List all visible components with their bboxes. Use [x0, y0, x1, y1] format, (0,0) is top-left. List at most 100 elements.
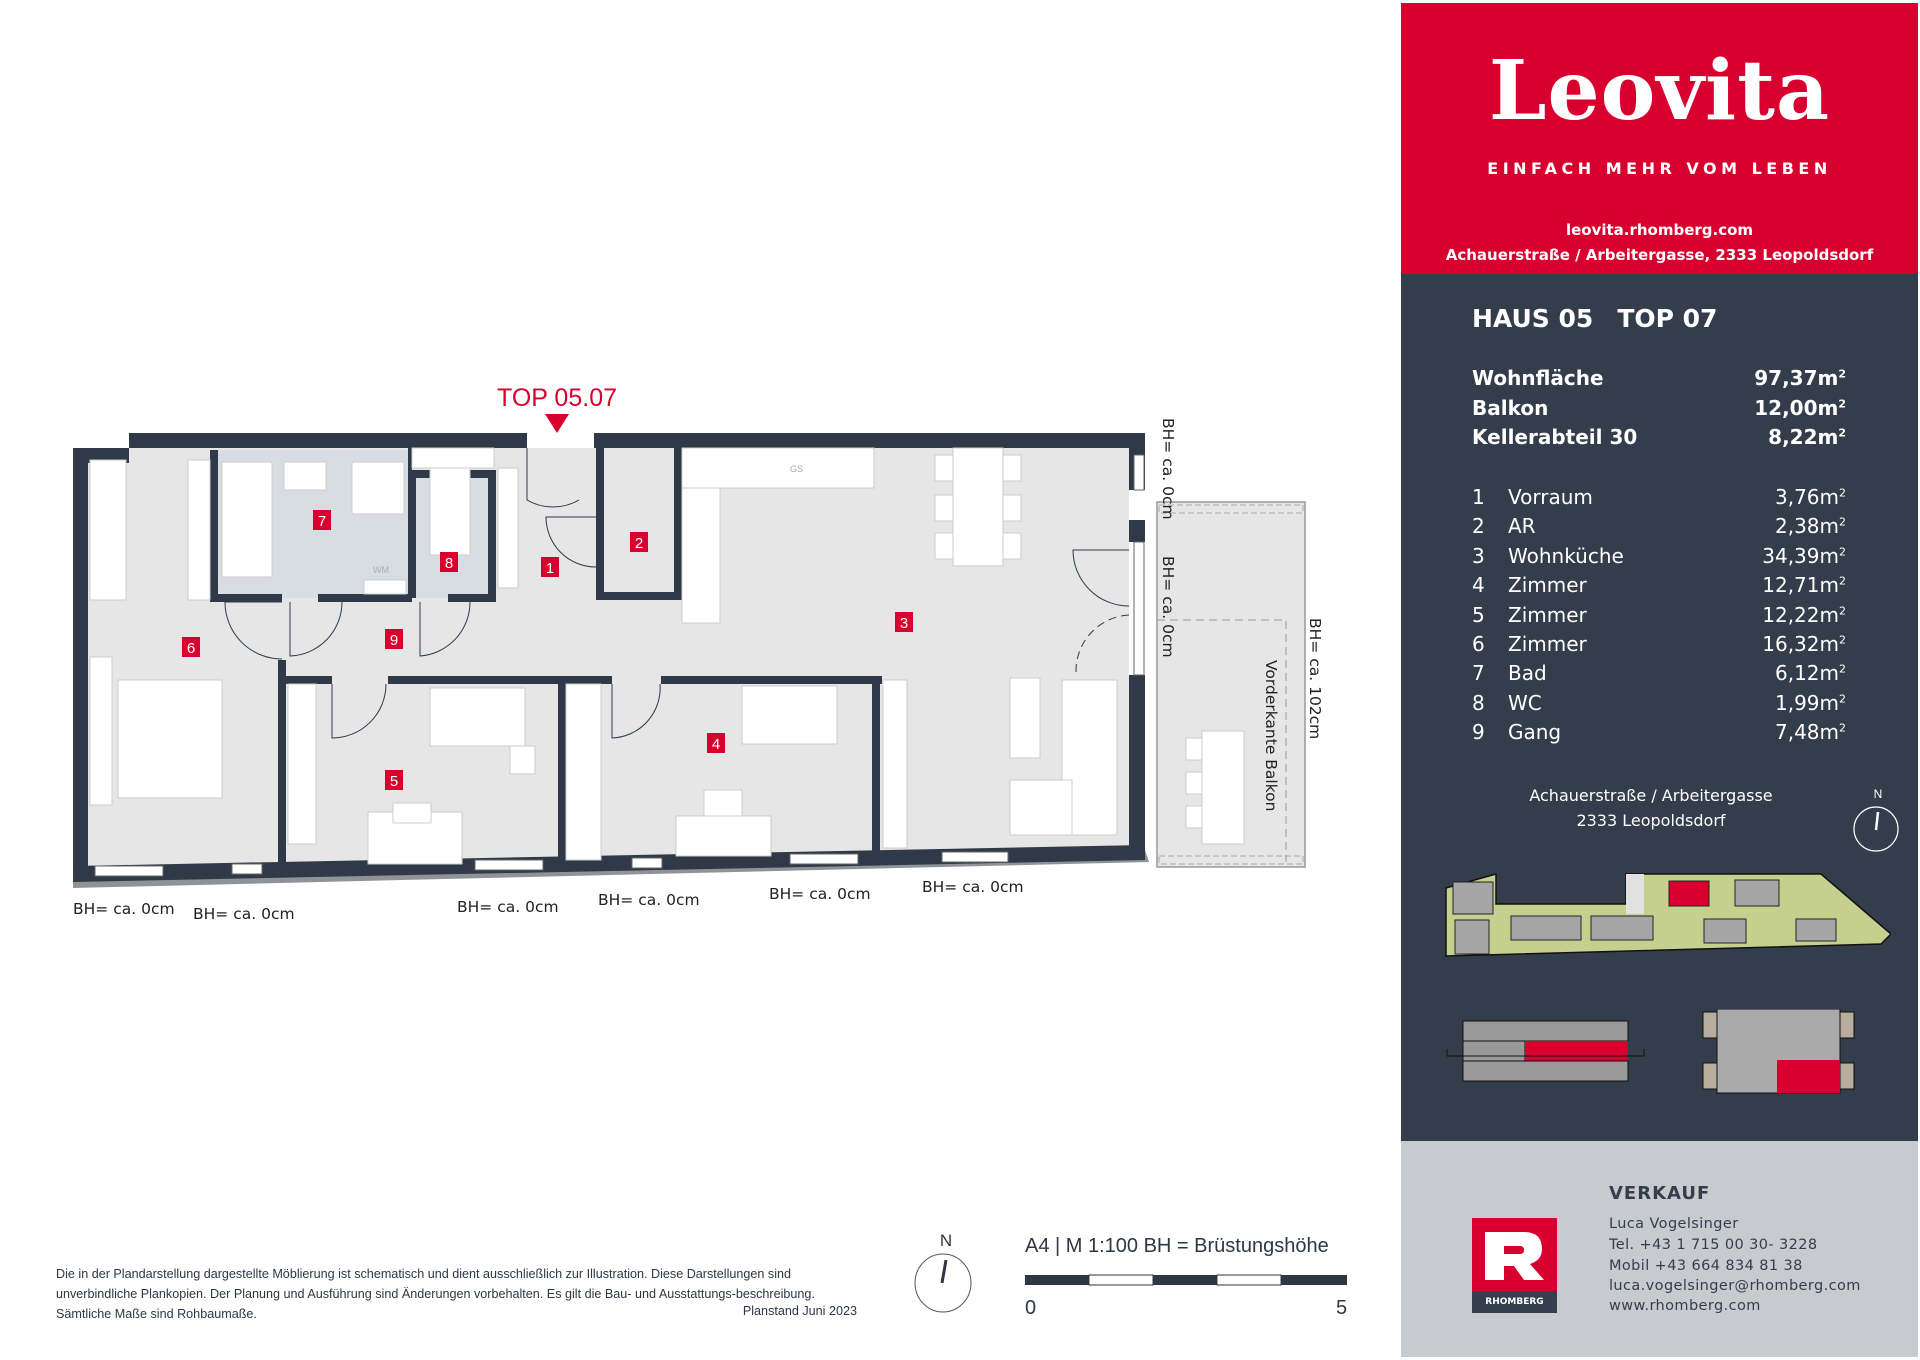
rhomberg-r-icon — [1485, 1232, 1544, 1280]
room-name: Vorraum — [1508, 485, 1593, 509]
bh-label: BH= ca. 0cm — [193, 905, 295, 923]
brand-header: Leovita EINFACH MEHR VOM LEBEN leovita.r… — [1401, 3, 1918, 274]
room-row: 4 Zimmer 12,71m2 — [1472, 573, 1846, 597]
bh-label: BH= ca. 0cm — [457, 898, 559, 916]
haus-number: HAUS 05 — [1472, 304, 1594, 333]
bh-label: BH= ca. 0cm — [73, 900, 175, 918]
compass-icon — [914, 1253, 972, 1313]
site-north-label: N — [1874, 787, 1883, 801]
planstand: Planstand Juni 2023 — [742, 1304, 857, 1318]
room-badge-3: 3 — [895, 612, 913, 632]
svg-text:1: 1 — [546, 560, 554, 577]
bh-label: BH= ca. 0cm — [598, 891, 700, 909]
sales-web[interactable]: www.rhomberg.com — [1609, 1298, 1761, 1314]
furniture — [89, 447, 1118, 865]
room-number: 3 — [1472, 543, 1485, 568]
room-row: 2 AR 2,38m2 — [1472, 514, 1846, 538]
doors — [224, 448, 1130, 739]
room-area: 3,76m2 — [1774, 485, 1846, 509]
svg-text:4: 4 — [712, 736, 720, 753]
bh-label: BH= ca. 0cm — [769, 885, 871, 903]
room-number: 4 — [1472, 573, 1485, 598]
svg-text:3: 3 — [900, 615, 908, 632]
site-address-line2: 2333 Leopoldsdorf — [1576, 811, 1726, 830]
sales-mobil[interactable]: Mobil +43 664 834 81 38 — [1609, 1258, 1803, 1274]
room-number: 9 — [1472, 720, 1485, 745]
site-plan — [1445, 873, 1891, 957]
site-address-line1: Achauerstraße / Arbeitergasse — [1529, 786, 1773, 805]
unit-label: TOP 05.07 — [497, 384, 617, 412]
room-badge-9: 9 — [385, 629, 403, 649]
compass-needle-icon — [940, 1259, 948, 1284]
room-badges: 1 2 3 4 5 6 7 8 9 — [182, 510, 913, 790]
room-area: 12,22m2 — [1762, 602, 1846, 627]
tagline: EINFACH MEHR VOM LEBEN — [1487, 159, 1832, 178]
rhomberg-logo-text: RHOMBERG — [1472, 1291, 1557, 1313]
website-link[interactable]: leovita.rhomberg.com — [1565, 221, 1754, 239]
room-row: 3 Wohnküche 34,39m2 — [1472, 544, 1846, 568]
bh-label: BH= ca. 0cm — [922, 878, 1024, 896]
room-badge-6: 6 — [182, 637, 200, 657]
room-row: 9 Gang 7,48m2 — [1472, 720, 1846, 744]
room-badge-7: 7 — [313, 510, 331, 530]
room-badge-4: 4 — [707, 733, 725, 753]
rhomberg-logo: RHOMBERG — [1472, 1218, 1557, 1313]
room-area: 6,12m2 — [1774, 661, 1846, 686]
leovita-logo: Leovita — [1488, 43, 1831, 139]
sales-contact-panel: VERKAUF RHOMBERG Luca Vogelsinger Tel. +… — [1401, 1141, 1918, 1357]
balcony — [1156, 501, 1306, 868]
svg-text:6: 6 — [187, 640, 195, 657]
scale-end: 5 — [1336, 1297, 1347, 1319]
room-number: 7 — [1472, 661, 1485, 686]
room-area: 1,99m2 — [1774, 690, 1846, 715]
room-badge-1: 1 — [541, 557, 559, 577]
room-name: Bad — [1508, 661, 1547, 686]
project-address: Achauerstraße / Arbeitergasse, 2333 Leop… — [1445, 246, 1874, 264]
entrance-arrow-icon — [545, 414, 569, 433]
scale-text: A4 | M 1:100 BH = Brüstungshöhe — [1025, 1235, 1329, 1257]
bh-label-right-door: BH= ca. 0cm — [1159, 556, 1177, 658]
room-area: 12,71m2 — [1762, 573, 1846, 598]
room-row: 7 Bad 6,12m2 — [1472, 661, 1846, 685]
summary-value: 97,37m2 — [1754, 366, 1846, 390]
svg-text:5: 5 — [390, 773, 398, 790]
room-number: 1 — [1472, 485, 1485, 509]
room-name: AR — [1508, 514, 1536, 539]
room-area: 34,39m2 — [1762, 543, 1846, 568]
room-number: 2 — [1472, 514, 1485, 539]
room-name: WC — [1508, 690, 1542, 715]
sales-heading: VERKAUF — [1609, 1183, 1711, 1204]
building-diagrams — [1446, 1009, 1855, 1094]
svg-text:9: 9 — [390, 632, 398, 649]
svg-text:7: 7 — [318, 513, 326, 530]
windows — [94, 454, 1145, 877]
summary-label: Kellerabteil 30 — [1472, 425, 1638, 449]
room-name: Zimmer — [1508, 632, 1587, 656]
room-name: Wohnküche — [1508, 543, 1624, 568]
room-area: 7,48m2 — [1774, 720, 1846, 745]
sales-tel[interactable]: Tel. +43 1 715 00 30- 3228 — [1609, 1237, 1818, 1253]
disclaimer: Die in der Plandarstellung dargestellte … — [56, 1267, 815, 1321]
highlighted-building — [1668, 880, 1710, 907]
walls — [73, 433, 1145, 882]
room-area: 2,38m2 — [1774, 514, 1846, 539]
svg-text:8: 8 — [445, 555, 453, 572]
bath-wm-label: WM — [373, 565, 389, 575]
site-compass-icon: N — [1853, 787, 1899, 852]
room-number: 8 — [1472, 690, 1485, 715]
summary-value: 8,22m2 — [1768, 425, 1846, 449]
kitchen-gs-label: GS — [790, 464, 803, 474]
room-name: Gang — [1508, 720, 1562, 745]
room-name: Zimmer — [1508, 573, 1587, 598]
sales-email[interactable]: luca.vogelsinger@rhomberg.com — [1609, 1278, 1861, 1294]
room-name: Zimmer — [1508, 602, 1587, 627]
scale-start: 0 — [1025, 1297, 1036, 1319]
room-badge-5: 5 — [385, 770, 403, 790]
room-number: 6 — [1472, 632, 1485, 656]
